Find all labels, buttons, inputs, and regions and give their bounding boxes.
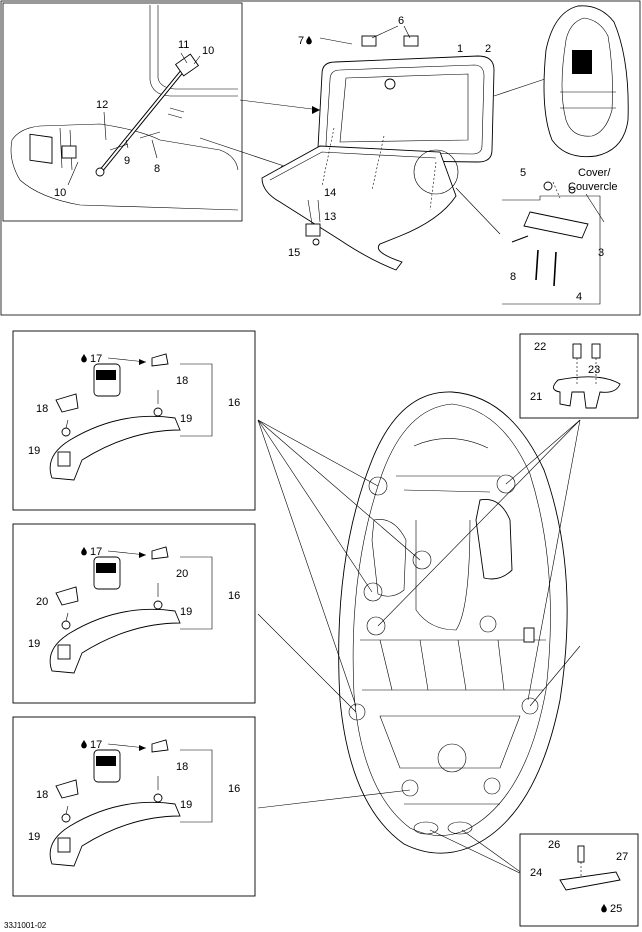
label-14: 14 [324,187,336,199]
callout-lines [257,419,581,877]
label-3: 3 [598,247,604,259]
label-16a: 16 [228,397,240,409]
label-1: 1 [457,43,463,55]
handle-location-markers [348,474,539,835]
label-4: 4 [576,291,582,303]
storage-tub [261,145,457,271]
chock-parts [559,845,621,891]
label-6: 6 [398,15,404,27]
part-number-labels: 1 2 3 4 5 6 7 8 8 9 10 10 11 12 13 14 15… [28,15,628,915]
label-11: 11 [178,39,189,51]
cleat-parts [553,343,621,409]
storage-lid [317,55,495,163]
label-17a: 17 [90,353,102,365]
top-section-frame [0,0,641,316]
label-15: 15 [288,247,300,259]
label-23: 23 [588,364,600,376]
label-18b: 18 [36,403,48,415]
label-19b: 19 [28,445,40,457]
label-25: 25 [610,903,622,915]
label-5: 5 [520,167,526,179]
label-18d: 18 [36,789,48,801]
label-12: 12 [96,99,108,111]
label-26: 26 [548,839,560,851]
label-8a: 8 [510,271,516,283]
small-parts [305,35,419,246]
label-19d: 19 [28,638,40,650]
label-10a: 10 [202,45,214,57]
label-20a: 20 [176,568,188,580]
label-9: 9 [124,155,130,167]
label-19f: 19 [28,831,40,843]
vehicle-hull [338,391,568,854]
label-19c: 19 [180,606,192,618]
label-10b: 10 [54,187,66,199]
label-16b: 16 [228,590,240,602]
strut-detail [10,5,239,211]
label-18a: 18 [176,375,188,387]
strut-detail-frame [2,2,243,222]
hinge-detail [502,181,601,305]
label-24: 24 [530,867,542,879]
cover-label-fr: Couvercle [568,181,618,193]
diagram-code: 33J1001-02 [4,921,47,930]
label-2: 2 [485,43,491,55]
vehicle-thumbnail [543,5,629,158]
label-21: 21 [530,391,542,403]
label-17c: 17 [90,739,102,751]
label-22: 22 [534,341,546,353]
label-7: 7 [298,35,304,47]
label-8b: 8 [154,163,160,175]
cleat-detail-box [519,333,639,419]
label-19e: 19 [180,799,192,811]
label-16c: 16 [228,783,240,795]
label-13: 13 [324,211,336,223]
label-18c: 18 [176,761,188,773]
label-19a: 19 [180,413,192,425]
cover-label-en: Cover/ [578,167,611,179]
label-17b: 17 [90,546,102,558]
label-27: 27 [616,851,628,863]
label-20b: 20 [36,596,48,608]
